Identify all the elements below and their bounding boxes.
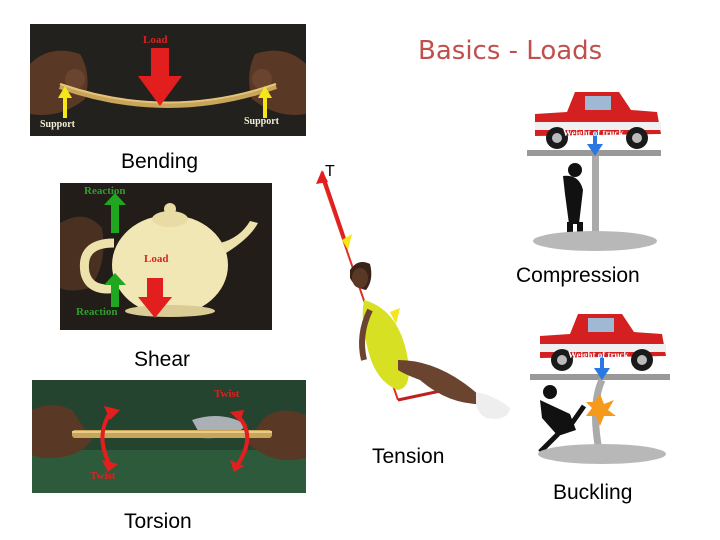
bending-illustration — [30, 24, 306, 136]
buckling-caption: Buckling — [553, 481, 633, 504]
tension-force-label: T — [325, 163, 335, 180]
compression-weight-arrow-icon — [593, 132, 597, 146]
bending-support-right-label: Support — [244, 116, 280, 127]
compression-caption: Compression — [516, 264, 640, 287]
reaction-arrow-bottom-icon — [111, 283, 119, 307]
buckling-photo: Weight of truck — [530, 306, 674, 466]
torsion-caption: Torsion — [124, 510, 192, 533]
buckling-weight-arrow-icon — [600, 356, 604, 370]
compression-truck-label: Weight of truck — [563, 128, 624, 138]
shear-caption: Shear — [134, 348, 191, 371]
shear-reaction-bottom-label: Reaction — [76, 306, 118, 318]
shear-reaction-top-label: Reaction — [84, 185, 126, 197]
tension-yellow-arrow-top-icon — [342, 234, 352, 250]
support-arrow-right-icon — [263, 96, 267, 118]
shear-load-arrow-icon — [147, 278, 163, 300]
torsion-twist-bottom-label: Twist — [90, 470, 116, 482]
slide-title: Basics - Loads — [418, 36, 603, 66]
buckling-illustration — [530, 314, 670, 464]
bending-photo: Load Support Support — [30, 24, 306, 136]
compression-illustration — [527, 92, 661, 251]
teapot-illustration — [60, 183, 272, 330]
tension-swing-illustration — [316, 170, 510, 419]
compression-photo: Weight of truck — [527, 84, 667, 254]
shear-photo: Reaction Load Reaction — [60, 183, 272, 330]
torsion-illustration — [32, 380, 306, 493]
torsion-twist-top-label: Twist — [214, 388, 240, 400]
impact-burst-icon — [586, 394, 616, 426]
bending-support-left-label: Support — [40, 119, 76, 130]
buckling-truck-label: Weight of truck — [568, 350, 629, 360]
bending-caption: Bending — [121, 150, 199, 173]
load-arrow-icon — [151, 48, 169, 78]
shear-load-label: Load — [144, 253, 169, 265]
tension-yellow-arrow-bottom-icon — [390, 308, 400, 324]
reaction-arrow-top-icon — [111, 203, 119, 233]
bending-load-label: Load — [143, 34, 168, 46]
tension-caption: Tension — [372, 445, 445, 468]
support-arrow-left-icon — [63, 96, 67, 118]
torsion-photo: Twist Twist — [32, 380, 306, 493]
